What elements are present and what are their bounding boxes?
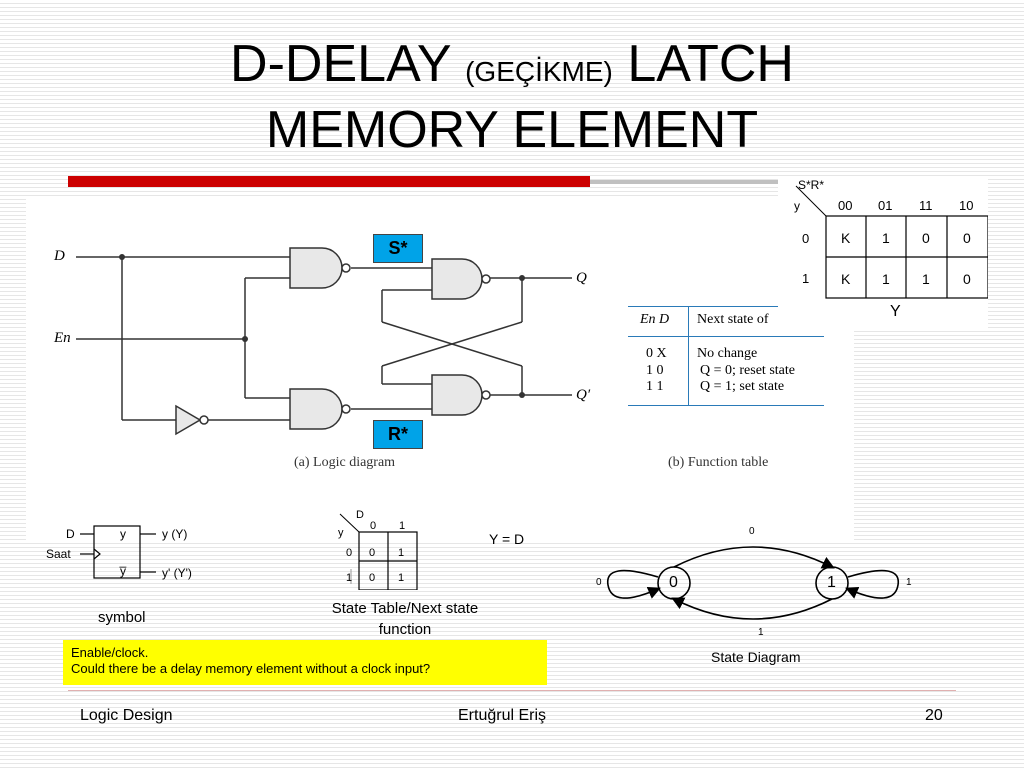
- footer-page-number: 20: [925, 707, 943, 724]
- next-state-equation: Y = D: [489, 531, 525, 547]
- accent-bar: [68, 176, 590, 187]
- r-star-label: R*: [373, 420, 423, 449]
- state-table-cell: 0: [369, 547, 376, 559]
- kmap-cell: 1: [882, 230, 890, 246]
- function-table-header-2: Next state of: [697, 312, 769, 327]
- self-loop-0-label: 0: [596, 577, 602, 588]
- kmap-grid: [795, 185, 988, 299]
- state-table-row-label: 0: [346, 547, 353, 559]
- symbol-input-d: D: [66, 527, 75, 541]
- kmap-col-header: 11: [919, 198, 933, 213]
- input-en-label: En: [54, 330, 71, 346]
- state-diagram-caption: State Diagram: [711, 649, 801, 665]
- kmap-output-label: Y: [890, 303, 901, 320]
- slide-title-line1: D-DELAY (GEÇİKME) LATCH: [0, 38, 1024, 90]
- kmap-row-label: 1: [802, 271, 810, 286]
- state-table-col-header: 0: [370, 520, 377, 532]
- kmap-col-header: 00: [838, 198, 853, 213]
- note-box: Enable/clock. Could there be a delay mem…: [63, 640, 547, 685]
- output-q-label: Q: [576, 270, 587, 286]
- symbol-output-yprime: y' (Y'): [162, 566, 192, 580]
- state-table-row-label: 1: [346, 572, 353, 584]
- footer-author: Ertuğrul Eriş: [458, 707, 547, 724]
- state-table: [339, 513, 418, 590]
- kmap-cell: 1: [922, 271, 930, 287]
- nand-gate-3: [431, 258, 483, 300]
- state-diagram: [607, 546, 899, 620]
- input-d-label: D: [54, 248, 65, 264]
- kmap-cell: K: [841, 271, 851, 287]
- nand-gate-4: [431, 374, 483, 416]
- inverter-gate: [175, 404, 202, 436]
- kmap-panel: S*R* y 00 01 11 10 0 1 K 1 0 0 K 1 1 0 Y: [778, 176, 988, 328]
- kmap-cell: 1: [882, 271, 890, 287]
- logic-wires: [76, 256, 572, 421]
- state-table-caption-line2: function: [378, 621, 432, 638]
- kmap-cell: 0: [963, 230, 971, 246]
- latch-symbol: [80, 525, 156, 579]
- state-table-cell: 0: [369, 572, 376, 584]
- footer-divider: [68, 690, 956, 691]
- function-table-row: Q = 1; set state: [700, 379, 785, 394]
- kmap-row-label: 0: [802, 231, 810, 246]
- symbol-output-y: y (Y): [162, 527, 188, 541]
- function-table-row: No change: [697, 346, 758, 361]
- kmap-corner-label: S*R*: [798, 178, 825, 192]
- function-table-row: 1 1: [646, 379, 664, 394]
- self-loop-0: [607, 569, 661, 599]
- nand-gate-2: [289, 388, 343, 430]
- kmap-cell: 0: [963, 271, 971, 287]
- logic-diagram-panel: [26, 196, 854, 540]
- slide-title-line2: MEMORY ELEMENT: [265, 101, 759, 159]
- function-table-row: 1 0: [646, 363, 664, 378]
- note-line2: Could there be a delay memory element wi…: [71, 661, 431, 676]
- self-loop-1-label: 1: [906, 577, 912, 588]
- divider-bar: [590, 180, 790, 184]
- kmap-cell: K: [841, 230, 851, 246]
- kmap-cell: 0: [922, 230, 930, 246]
- nand-gate-1: [289, 247, 343, 289]
- state-table-cell: 1: [398, 572, 405, 584]
- symbol-pin-ybar: y̅: [120, 564, 126, 578]
- transition-1-to-0: [671, 597, 833, 620]
- title-part1: D-DELAY: [230, 35, 451, 93]
- state-table-caption-line1: State Table/Next state: [331, 600, 479, 617]
- kmap-col-header: 10: [959, 198, 974, 213]
- state-table-row-var: y: [338, 527, 344, 539]
- symbol-input-clk: Saat: [46, 547, 71, 561]
- logic-diagram-caption: (a) Logic diagram: [294, 455, 396, 470]
- kmap-row-var: y: [794, 199, 800, 213]
- symbol-pin-y: y: [120, 527, 126, 541]
- footer-course: Logic Design: [80, 707, 173, 724]
- state-table-col-header: 1: [399, 520, 406, 532]
- state-table-caption: State Table/Next state function: [300, 598, 510, 640]
- junction-dots: [119, 254, 525, 398]
- function-table-header-1: En D: [640, 312, 670, 327]
- function-table: En D Next state of 0 X No change 1 0 Q =…: [628, 306, 824, 406]
- state-1-label: 1: [827, 574, 836, 591]
- arc-bottom-label: 1: [758, 627, 764, 638]
- self-loop-1: [845, 569, 899, 599]
- s-star-label: S*: [373, 234, 423, 263]
- function-table-caption: (b) Function table: [668, 455, 769, 470]
- title-part2: LATCH: [627, 35, 794, 93]
- title-paren: (GEÇİKME): [465, 56, 613, 87]
- transition-0-to-1: [673, 546, 835, 569]
- state-table-col-var: D: [356, 509, 364, 521]
- function-table-row: Q = 0; reset state: [700, 363, 795, 378]
- state-table-cell: 1: [398, 547, 405, 559]
- state-0-label: 0: [669, 574, 678, 591]
- symbol-caption: symbol: [98, 609, 146, 626]
- kmap-col-header: 01: [878, 198, 893, 213]
- function-table-row: 0 X: [646, 346, 667, 361]
- note-line1: Enable/clock.: [71, 645, 149, 660]
- arc-top-label: 0: [749, 526, 755, 537]
- output-qprime-label: Q′: [576, 387, 591, 403]
